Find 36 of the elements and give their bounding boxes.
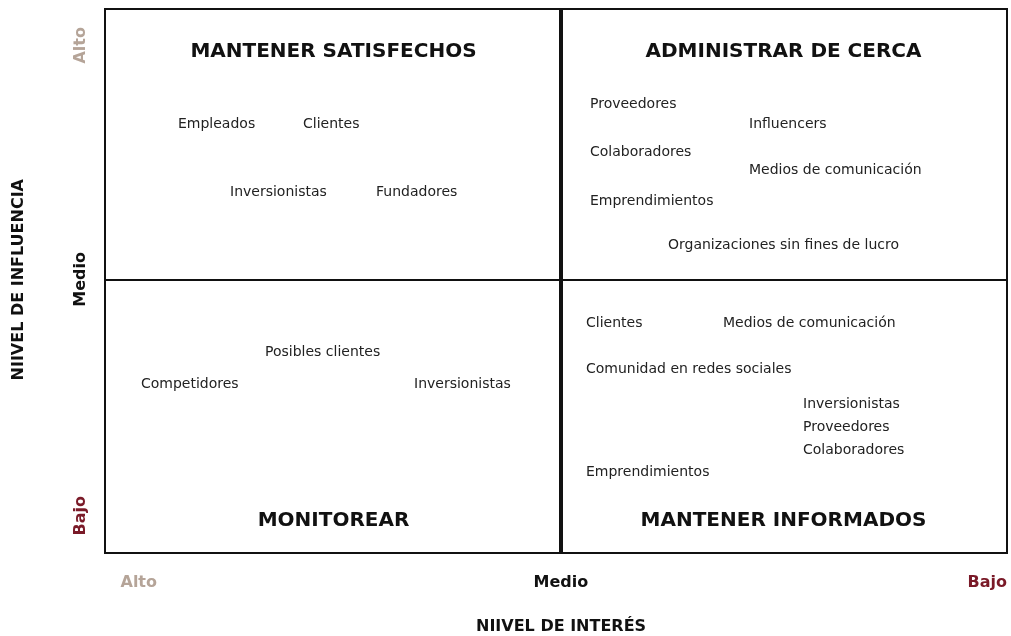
axis-level-label: Bajo: [967, 572, 1007, 592]
stakeholder-label: Clientes: [586, 313, 643, 331]
axis-level-label: Alto: [70, 26, 90, 63]
stakeholder-label: Proveedores: [590, 94, 677, 112]
quadrant-box: [104, 279, 563, 554]
stakeholder-label: Competidores: [141, 374, 239, 392]
stakeholder-label: Inversionistas: [803, 394, 900, 412]
axis-level-label: Medio: [533, 572, 589, 592]
stakeholder-label: Medios de comunicación: [723, 313, 896, 331]
axis-title: NIIVEL DE INTERÉS: [476, 616, 647, 636]
stakeholder-label: Inversionistas: [230, 182, 327, 200]
axis-title: NIIVEL DE INFLUENCIA: [8, 178, 28, 380]
quadrant-box: [559, 8, 1008, 281]
stakeholder-label: Colaboradores: [590, 142, 692, 160]
stakeholder-label: Comunidad en redes sociales: [586, 359, 792, 377]
quadrant-heading: MANTENER SATISFECHOS: [190, 38, 477, 62]
axis-level-label: Alto: [120, 572, 157, 592]
axis-level-label: Bajo: [70, 495, 90, 535]
stakeholder-label: Inversionistas: [414, 374, 511, 392]
stakeholder-label: Medios de comunicación: [749, 160, 922, 178]
stakeholder-label: Fundadores: [376, 182, 458, 200]
stakeholder-label: Organizaciones sin fines de lucro: [668, 235, 900, 253]
stakeholder-label: Proveedores: [803, 417, 890, 435]
quadrant-heading: MONITOREAR: [257, 507, 410, 531]
quadrant-heading: ADMINISTRAR DE CERCA: [645, 38, 922, 62]
stakeholder-label: Emprendimientos: [586, 462, 710, 480]
stakeholder-label: Clientes: [303, 114, 360, 132]
stakeholder-label: Influencers: [749, 114, 827, 132]
stakeholder-label: Colaboradores: [803, 440, 905, 458]
stakeholder-label: Posibles clientes: [265, 342, 381, 360]
axis-level-label: Medio: [70, 251, 90, 307]
quadrant-box: [559, 279, 1008, 554]
quadrant-box: [104, 8, 563, 281]
stakeholder-label: Emprendimientos: [590, 191, 714, 209]
quadrant-heading: MANTENER INFORMADOS: [640, 507, 927, 531]
stakeholder-label: Empleados: [178, 114, 256, 132]
